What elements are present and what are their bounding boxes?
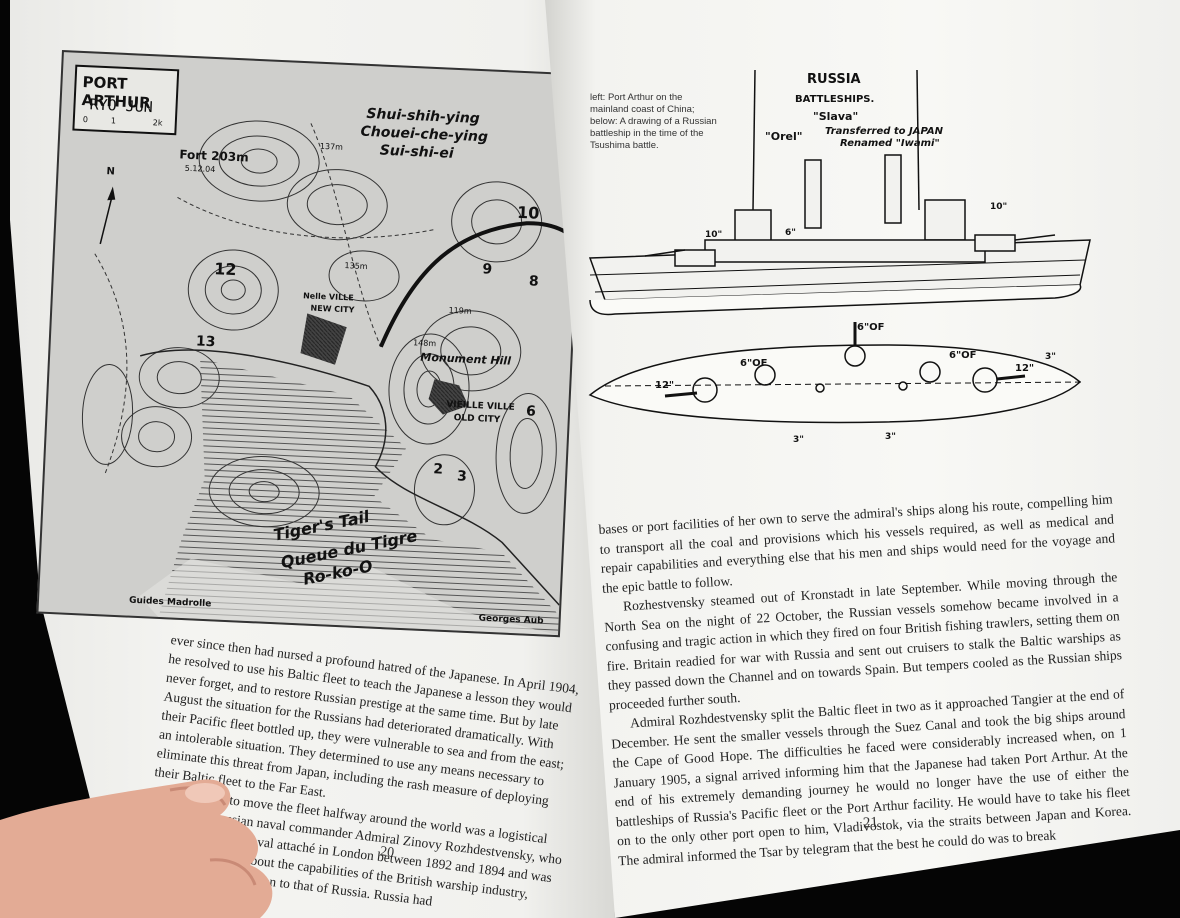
map-scale-0: 0 <box>82 115 89 125</box>
left-page-number: 20 <box>379 844 395 861</box>
right-page-number: 21 <box>862 814 879 832</box>
map-number-13: 13 <box>195 333 216 351</box>
map-drawing <box>81 120 578 636</box>
label-new-city: NEW CITY <box>310 303 355 315</box>
ship-transfer: Transferred to JAPAN <box>825 126 944 137</box>
battleship-drawing: RUSSIA BATTLESHIPS. "Slava" "Orel" Trans… <box>585 60 1115 480</box>
right-page-text: bases or port facilities of her own to s… <box>598 489 1133 870</box>
gun-label-port: 6"OF <box>740 358 768 369</box>
label-sui-shi: Sui-shi-ei <box>379 142 454 162</box>
gun-label-starboard: 6"OF <box>949 350 977 361</box>
gun-label-10-fore: 10" <box>990 202 1008 212</box>
map-height-137: 137m <box>319 141 344 152</box>
gun-label-12-fore: 12" <box>1015 363 1035 374</box>
map-number-9: 9 <box>482 261 493 278</box>
map-height-148: 148m <box>412 338 437 349</box>
map-scale-2: 2k <box>152 118 163 128</box>
gun-label-3-bottom-b: 3" <box>885 432 896 442</box>
gun-label-12-aft: 12" <box>655 380 675 391</box>
map-title-box: PORT ARTHUR RYO JUN 0 1 2k <box>72 64 180 136</box>
map-number-2: 2 <box>432 461 444 478</box>
hand <box>0 779 273 918</box>
map-number-12: 12 <box>213 259 237 280</box>
map-height-135: 135m <box>344 261 368 272</box>
ship-name-orel: "Orel" <box>765 130 803 143</box>
ship-country: RUSSIA <box>807 72 861 87</box>
gun-label-6-side: 6" <box>785 228 796 238</box>
figure-caption: left: Port Arthur on the mainland coast … <box>590 92 717 151</box>
gun-label-3-bow: 3" <box>1045 352 1056 362</box>
label-fort-date: 5.12.04 <box>184 163 216 175</box>
gun-label-forward: 6"OF <box>857 322 885 333</box>
north-label: N <box>106 166 116 178</box>
gun-label-3-bottom: 3" <box>793 435 804 445</box>
ship-name-slava: "Slava" <box>813 110 859 123</box>
ship-lines <box>588 69 1091 424</box>
map-number-10: 10 <box>516 202 540 223</box>
map-subtitle: RYO JUN <box>89 95 154 117</box>
map-number-3: 3 <box>456 468 468 485</box>
map-number-6: 6 <box>525 403 537 420</box>
port-arthur-map: PORT ARTHUR RYO JUN 0 1 2k N Shui-shih-y… <box>36 50 586 638</box>
label-old-city: OLD CITY <box>453 413 501 426</box>
map-number-8: 8 <box>528 273 540 290</box>
ship-renamed: Renamed "Iwami" <box>840 138 940 149</box>
gun-label-10-aft: 10" <box>705 230 723 240</box>
map-height-119: 119m <box>448 305 472 316</box>
right-page <box>545 0 1180 918</box>
right-paragraph: Admiral Rozhdestvensky split the Baltic … <box>610 686 1132 868</box>
ship-type: BATTLESHIPS. <box>795 94 875 105</box>
map-scale-1: 1 <box>110 116 117 126</box>
